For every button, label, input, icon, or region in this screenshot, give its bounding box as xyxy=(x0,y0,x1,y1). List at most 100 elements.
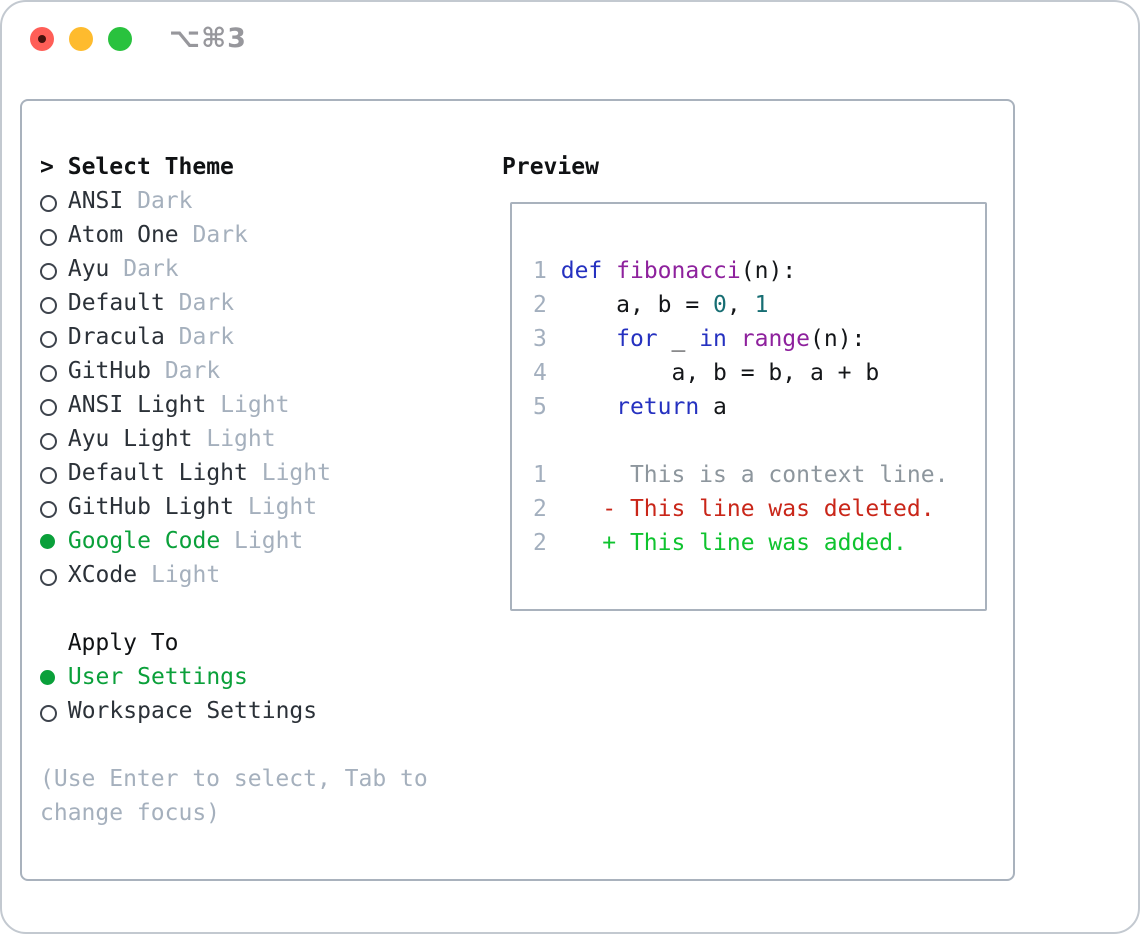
code-token: (n): xyxy=(740,258,797,284)
radio-unselected-icon xyxy=(40,252,57,286)
theme-list: > Select Theme ANSI Dark Atom One Dark A… xyxy=(40,150,428,830)
line-number: 3 xyxy=(533,326,547,352)
diff-line-deleted: 2 - This line was deleted. xyxy=(533,492,948,526)
theme-name: ANSI Light xyxy=(67,392,207,418)
line-number: 1 xyxy=(533,258,547,284)
line-number: 2 xyxy=(533,530,547,556)
code-line: 2 a, b = 0, 1 xyxy=(533,288,948,322)
window-title: ⌥⌘3 xyxy=(169,23,247,54)
theme-option-xcode[interactable]: XCode Light xyxy=(40,558,428,592)
theme-name: ANSI xyxy=(67,188,124,214)
theme-variant-label: Light xyxy=(150,562,221,588)
radio-unselected-icon xyxy=(40,354,57,388)
radio-unselected-icon xyxy=(40,422,57,456)
theme-name: Google Code xyxy=(67,528,221,554)
radio-selected-icon xyxy=(40,660,55,694)
theme-option-ayu-light[interactable]: Ayu Light Light xyxy=(40,422,428,456)
theme-variant-label: Light xyxy=(234,528,304,554)
theme-option-atom-one[interactable]: Atom One Dark xyxy=(40,218,428,252)
spacer xyxy=(40,728,428,762)
theme-option-ansi-light[interactable]: ANSI Light Light xyxy=(40,388,428,422)
code-token: 0 xyxy=(713,292,727,318)
radio-unselected-icon xyxy=(40,694,57,728)
radio-unselected-icon xyxy=(40,456,57,490)
code-token: 1 xyxy=(754,292,769,318)
help-text-line-2: change focus) xyxy=(40,800,221,826)
code-token: range xyxy=(740,326,811,352)
theme-variant-label: Dark xyxy=(192,222,248,248)
line-number: 2 xyxy=(533,292,547,318)
diff-line-added: 2 + This line was added. xyxy=(533,526,948,560)
theme-option-default[interactable]: Default Dark xyxy=(40,286,428,320)
theme-variant-label: Light xyxy=(261,460,331,486)
spacer xyxy=(533,424,948,458)
theme-name: Ayu xyxy=(67,256,110,282)
minimize-button-icon[interactable] xyxy=(69,27,93,51)
code-line: 1 def fibonacci(n): xyxy=(533,254,948,288)
theme-name: GitHub xyxy=(67,358,151,384)
radio-selected-icon xyxy=(40,524,55,558)
theme-name: XCode xyxy=(67,562,138,588)
code-token xyxy=(727,326,741,352)
preview-title: Preview xyxy=(502,154,599,180)
diff-line-context: 1 This is a context line. xyxy=(533,458,948,492)
close-button-icon[interactable] xyxy=(30,27,54,51)
code-token xyxy=(602,258,616,284)
help-text-line-1: (Use Enter to select, Tab to xyxy=(40,766,428,792)
diff-text: + This line was added. xyxy=(546,530,907,556)
theme-option-default-light[interactable]: Default Light Light xyxy=(40,456,428,490)
theme-option-github-light[interactable]: GitHub Light Light xyxy=(40,490,428,524)
theme-option-google-code[interactable]: Google Code Light xyxy=(40,524,428,558)
apply-option-workspace-settings[interactable]: Workspace Settings xyxy=(40,694,428,728)
theme-name: Dracula xyxy=(67,324,165,350)
select-theme-title: Select Theme xyxy=(67,154,234,180)
diff-text: This is a context line. xyxy=(546,462,949,488)
apply-option-label: User Settings xyxy=(67,664,248,690)
line-number: 2 xyxy=(533,496,547,522)
theme-name: Default Light xyxy=(67,460,248,486)
code-token: , xyxy=(726,292,755,318)
radio-unselected-icon xyxy=(40,286,57,320)
theme-option-github[interactable]: GitHub Dark xyxy=(40,354,428,388)
code-token xyxy=(561,326,616,352)
theme-variant-label: Dark xyxy=(178,324,235,350)
theme-variant-label: Light xyxy=(247,494,318,520)
radio-unselected-icon xyxy=(40,490,57,524)
code-line: 4 a, b = b, a + b xyxy=(533,356,948,390)
zoom-button-icon[interactable] xyxy=(108,27,132,51)
theme-variant-label: Light xyxy=(220,392,290,418)
theme-name: GitHub Light xyxy=(67,494,235,520)
apply-option-label: Workspace Settings xyxy=(67,698,318,724)
theme-option-dracula[interactable]: Dracula Dark xyxy=(40,320,428,354)
line-number: 4 xyxy=(533,360,547,386)
code-token: a, b = b, a + b xyxy=(560,360,880,386)
select-theme-header: > Select Theme xyxy=(40,150,428,184)
theme-variant-label: Dark xyxy=(164,358,221,384)
theme-name: Default xyxy=(67,290,165,316)
radio-unselected-icon xyxy=(40,388,57,422)
apply-option-user-settings[interactable]: User Settings xyxy=(40,660,428,694)
apply-to-header: Apply To xyxy=(40,626,428,660)
diff-text: - This line was deleted. xyxy=(546,496,935,522)
theme-variant-label: Dark xyxy=(178,290,235,316)
line-number: 5 xyxy=(533,394,547,420)
line-number: 1 xyxy=(533,462,547,488)
prompt-cursor-icon: > xyxy=(40,154,54,180)
theme-name: Ayu Light xyxy=(67,426,193,452)
theme-option-ayu[interactable]: Ayu Dark xyxy=(40,252,428,286)
code-line: 3 for _ in range(n): xyxy=(533,322,948,356)
code-token: fibonacci xyxy=(616,258,741,284)
code-token: _ xyxy=(657,326,700,352)
theme-variant-label: Dark xyxy=(123,256,179,282)
radio-unselected-icon xyxy=(40,218,57,252)
theme-option-ansi[interactable]: ANSI Dark xyxy=(40,184,428,218)
radio-unselected-icon xyxy=(40,184,57,218)
spacer xyxy=(40,592,428,626)
code-token: (n): xyxy=(810,326,866,352)
radio-unselected-icon xyxy=(40,558,57,592)
theme-name: Atom One xyxy=(67,222,179,248)
apply-to-title: Apply To xyxy=(67,630,179,656)
titlebar: ⌥⌘3 xyxy=(2,2,1138,77)
